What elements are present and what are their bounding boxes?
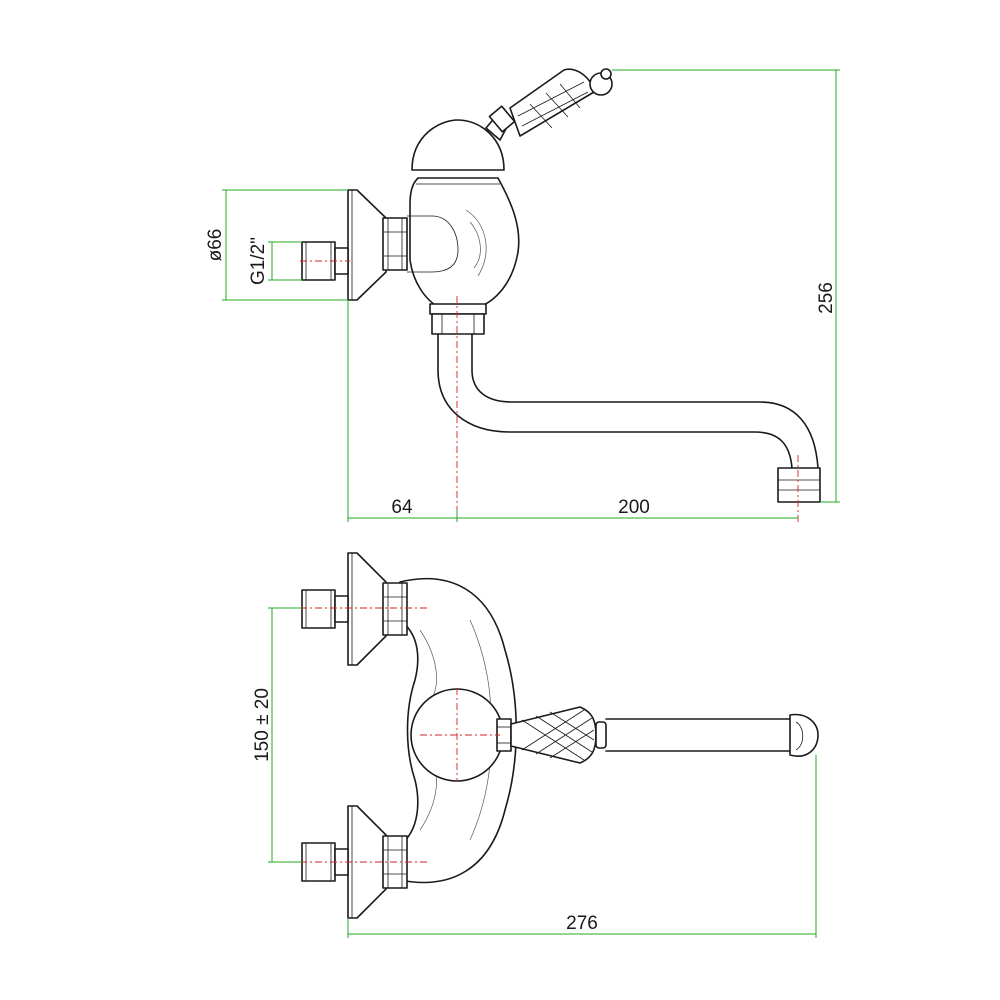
side-lever-handle — [485, 68, 613, 141]
side-hex-nut — [382, 217, 408, 271]
top-spout-tube — [605, 713, 819, 757]
height-label: 256 — [816, 282, 837, 314]
side-spout-nut — [429, 303, 487, 335]
side-wall-flange — [347, 189, 387, 301]
side-center-axes — [300, 260, 799, 522]
side-mixer-body — [407, 177, 520, 309]
side-spout-tube — [437, 333, 821, 503]
top-center-axes — [300, 607, 500, 863]
dimension-thread: G1/2" — [248, 237, 302, 285]
spout-reach-label: 200 — [618, 497, 650, 518]
side-cap-dome — [411, 119, 505, 171]
dimension-flange-diameter: ø66 — [205, 189, 348, 301]
side-view: ø66 G1/2" 256 64 200 — [205, 68, 840, 522]
thread-label: G1/2" — [248, 237, 269, 285]
dimension-overall-length: 276 — [347, 755, 817, 938]
top-upper-flange — [347, 552, 387, 666]
overall-length-label: 276 — [566, 913, 598, 934]
dimension-height: 256 — [612, 69, 840, 503]
wall-to-axis-label: 64 — [391, 497, 413, 518]
inlet-spacing-label: 150 ± 20 — [252, 688, 273, 762]
dimension-inlet-spacing: 150 ± 20 — [252, 607, 302, 863]
top-view: 150 ± 20 276 — [252, 552, 819, 938]
top-upper-inlet-connector — [301, 589, 349, 629]
top-upper-hex-nut — [382, 582, 408, 636]
dimension-horizontal-side: 64 200 — [347, 300, 798, 522]
flange-diameter-label: ø66 — [205, 229, 226, 262]
